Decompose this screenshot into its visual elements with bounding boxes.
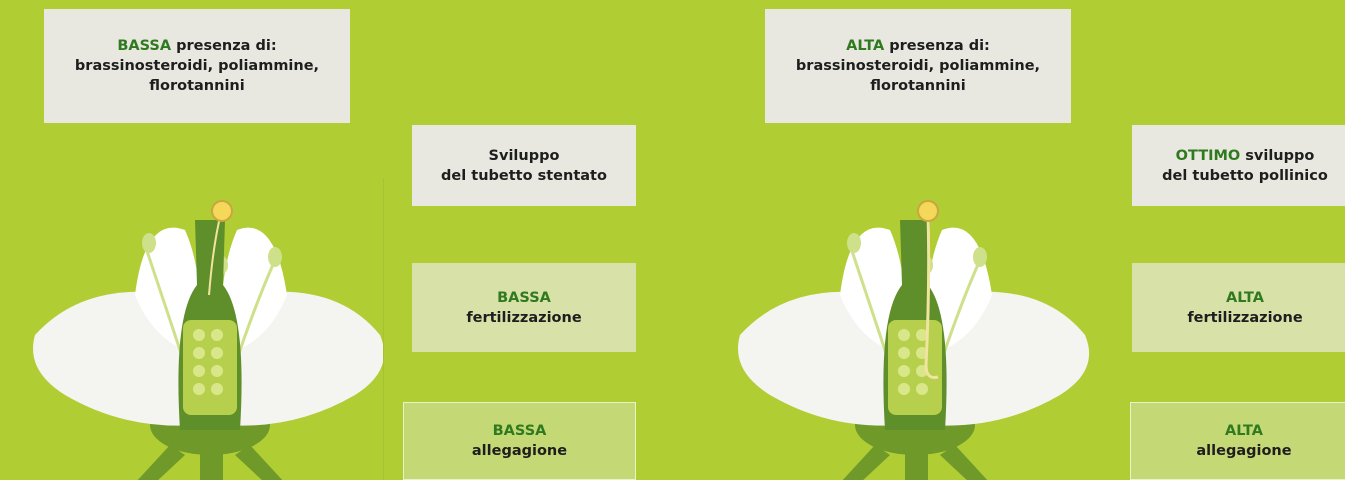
left-box3-line2: allegagione (471, 443, 568, 459)
right-box-fertilization: ALTA fertilizzazione (1132, 263, 1345, 352)
right-box2-line1: ALTA (1225, 289, 1265, 306)
right-box1-highlight: OTTIMO (1175, 147, 1241, 164)
right-top-highlight: ALTA (846, 38, 885, 54)
right-box1-line1-rest: sviluppo (1240, 147, 1315, 164)
right-top-line3: florotannini (870, 78, 966, 94)
bottom-border (0, 480, 1345, 483)
left-box-development: Sviluppo del tubetto stentato (412, 125, 636, 206)
right-box3-line1: ALTA (1224, 423, 1264, 439)
flower-cross-section-icon (33, 200, 385, 483)
right-box3-line2: allegagione (1196, 443, 1292, 459)
left-top-line2: brassinosteroidi, poliammine, (74, 58, 320, 74)
right-box1-line2: del tubetto pollinico (1162, 167, 1328, 184)
right-box-development: OTTIMO sviluppo del tubetto pollinico (1132, 125, 1345, 206)
left-box1-line2: del tubetto stentato (441, 167, 607, 184)
left-box2-line2: fertilizzazione (466, 309, 582, 326)
right-top-line2: brassinosteroidi, poliammine, (795, 58, 1041, 74)
left-box1-line1: Sviluppo (488, 147, 560, 164)
right-top-title-rest: presenza di: (884, 38, 990, 54)
left-divider (383, 178, 384, 483)
right-top-box: ALTA presenza di: brassinosteroidi, poli… (765, 9, 1071, 123)
right-panel: ALTA presenza di: brassinosteroidi, poli… (720, 0, 1345, 483)
left-panel: BASSA presenza di: brassinosteroidi, pol… (0, 0, 660, 483)
left-box3-line1: BASSA (492, 423, 547, 439)
right-box2-line2: fertilizzazione (1187, 309, 1303, 326)
flower-cross-section-icon (738, 200, 1090, 483)
left-box-fruitset: BASSA allegagione (403, 402, 636, 480)
pollen-grain-icon (917, 200, 939, 222)
pollen-grain-icon (211, 200, 233, 222)
left-top-title-rest: presenza di: (171, 38, 277, 54)
left-box-fertilization: BASSA fertilizzazione (412, 263, 636, 352)
left-top-box: BASSA presenza di: brassinosteroidi, pol… (44, 9, 350, 123)
left-box2-line1: BASSA (497, 289, 551, 306)
right-box-fruitset: ALTA allegagione (1130, 402, 1345, 480)
left-top-line3: florotannini (149, 78, 245, 94)
left-top-highlight: BASSA (117, 38, 172, 54)
